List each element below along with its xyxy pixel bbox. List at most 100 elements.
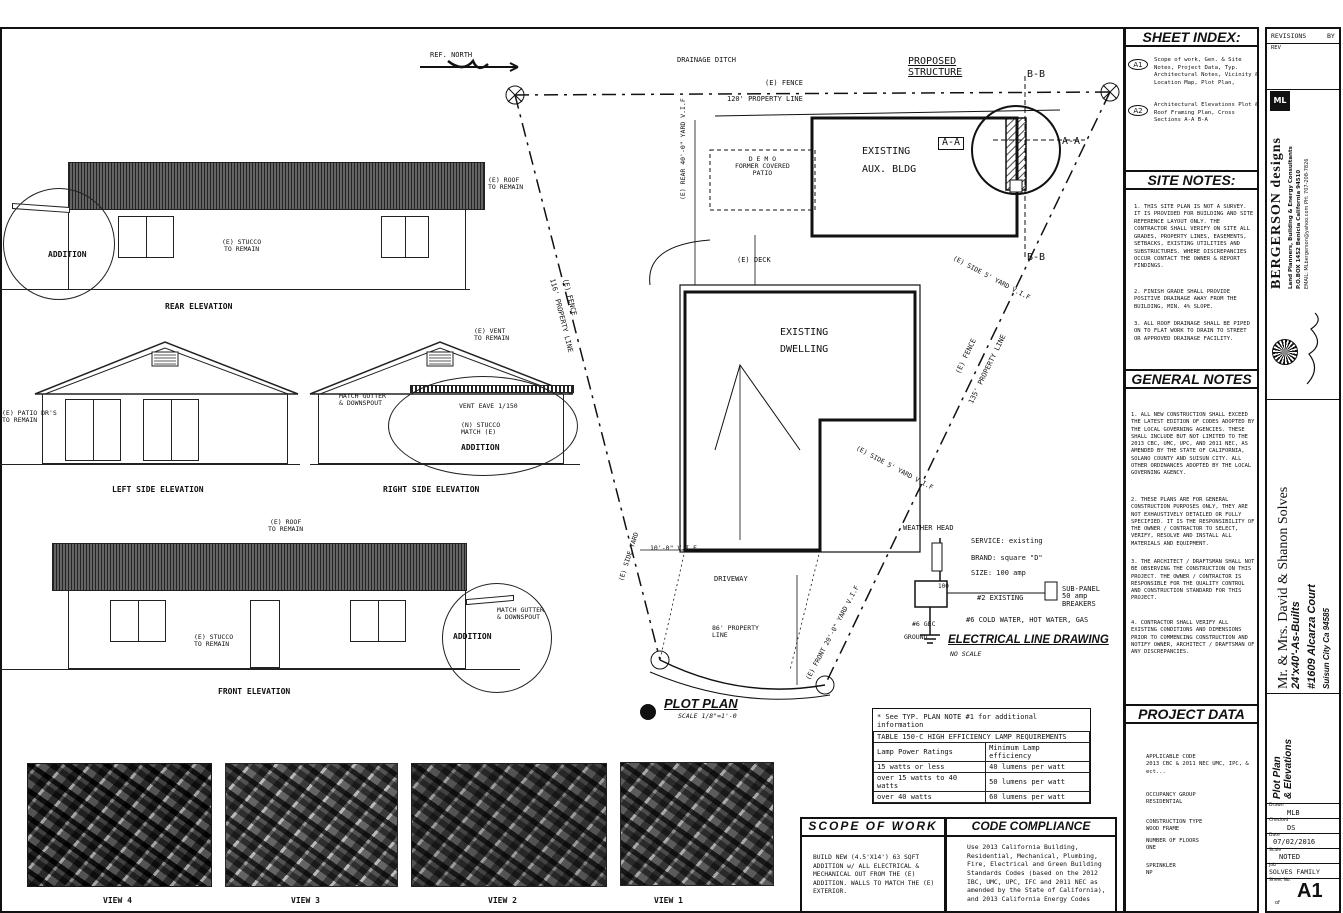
view-3-label: VIEW 3 <box>291 896 320 905</box>
lamp-table-caption: TABLE 150-C HIGH EFFICIENCY LAMP REQUIRE… <box>873 731 1090 743</box>
signature-icon <box>1306 312 1319 385</box>
bonding-label: #6 COLD WATER, HOT WATER, GAS <box>966 616 1089 624</box>
scope-text: BUILD NEW (4.5'X14') 63 SQFT ADDITION w/… <box>813 854 935 895</box>
rear-addition-label: ADDITION <box>48 250 87 259</box>
revisions-label: REVISIONS <box>1271 32 1307 40</box>
lamp-cell: 15 watts or less <box>872 761 987 773</box>
front-elevation-title: FRONT ELEVATION <box>218 687 291 696</box>
plot-plan-title: PLOT PLAN <box>664 696 738 711</box>
view-2-label: VIEW 2 <box>488 896 517 905</box>
project-name: 24'x40'-As-Builts <box>1290 601 1302 689</box>
code-text: Use 2013 California Building, Residentia… <box>967 843 1106 903</box>
service-label: SERVICE: existing <box>971 537 1043 545</box>
existing-dwelling-label: EXISTING DWELLING <box>780 327 829 355</box>
general-notes-title: GENERAL NOTES <box>1126 371 1257 389</box>
ground-label: GROUND <box>904 633 928 641</box>
size-label: SIZE: 100 amp <box>971 569 1026 577</box>
sheet-title: Plot Plan & Elevations <box>1272 738 1294 799</box>
checked-label: Checked <box>1269 818 1289 823</box>
scale-label: Scale <box>1269 848 1282 853</box>
sheet-a1-text: Scope of work, Gen. & Site Notes, Projec… <box>1154 57 1259 86</box>
rear-roof-note: (E) ROOF TO REMAIN <box>488 176 524 191</box>
view-1-label: VIEW 1 <box>654 896 683 905</box>
drainage-label: DRAINAGE DITCH <box>677 56 737 64</box>
driveway-label: DRIVEWAY <box>714 575 748 583</box>
lamp-cell: over 15 watts to 40 watts <box>872 772 987 792</box>
project-data-title: PROJECT DATA <box>1126 706 1257 724</box>
site-note-2: 2. FINISH GRADE SHALL PROVIDE POSITIVE D… <box>1134 289 1237 310</box>
code-title: CODE COMPLIANCE <box>947 819 1115 837</box>
existing-wire-label: #2 EXISTING <box>977 594 1024 602</box>
firm-contact: EMAIL: MLbergerson@yahoo.com PH: 707-208… <box>1304 158 1310 289</box>
lamp-cell: over 40 watts <box>872 791 987 803</box>
brand-label: BRAND: square "D" <box>971 554 1043 562</box>
sheet-a2-text: Architectural Elevations Plot & Roof Fra… <box>1154 102 1259 124</box>
checked-value: DS <box>1287 824 1296 832</box>
right-vent-note: (E) VENT TO REMAIN <box>474 327 510 342</box>
existing-aux-label: EXISTING AUX. BLDG <box>862 146 917 175</box>
electrical-title: ELECTRICAL LINE DRAWING <box>948 634 1109 646</box>
aerial-view-2 <box>411 763 607 887</box>
subpanel-label: SUB-PANEL 50 amp BREAKERS <box>1062 585 1100 608</box>
date-value: 07/02/2016 <box>1273 838 1316 846</box>
project-city: Suisun City Ca 94585 <box>1322 608 1331 689</box>
general-note-4: 4. CONTRACTOR SHALL VERIFY ALL EXISTING … <box>1131 620 1255 656</box>
view-4-label: VIEW 4 <box>103 896 132 905</box>
aerial-view-4 <box>27 763 212 887</box>
bb-bottom-label: B-B <box>1027 252 1046 263</box>
aa-right-label: A-A <box>1062 136 1081 147</box>
project-address: #1609 Alcarza Court <box>1306 584 1318 689</box>
sheet-label: Sheet No. <box>1269 878 1291 883</box>
plot-plan-drawing <box>505 76 1120 720</box>
bb-top-label: B-B <box>1027 69 1046 80</box>
firm-sub: Land Planners, Building & Energy Consult… <box>1288 146 1294 289</box>
lamp-table: * See TYP. PLAN NOTE #1 for additional i… <box>872 708 1091 804</box>
firm-address: P.O.BOX 1452 Benicia California 94510 <box>1296 169 1302 289</box>
notes-column: SHEET INDEX: A1 Scope of work, Gen. & Si… <box>1124 27 1259 913</box>
scale-value: NOTED <box>1279 853 1301 861</box>
site-note-1: 1. THIS SITE PLAN IS NOT A SURVEY. IT IS… <box>1134 204 1254 270</box>
aa-left-label: A-A <box>938 137 965 150</box>
left-patio-note: (E) PATIO DR'S TO REMAIN <box>2 409 57 424</box>
weather-head-label: WEATHER HEAD <box>903 524 954 532</box>
firm-name: BERGERSON designs <box>1269 137 1284 289</box>
front-roof-note: (E) ROOF TO REMAIN <box>268 518 304 533</box>
property-line-top: 120' PROPERTY LINE <box>727 95 803 103</box>
project-data-occupancy: OCCUPANCY GROUP RESIDENTIAL <box>1146 792 1196 806</box>
scope-title: SCOPE OF WORK <box>802 819 944 837</box>
front-stucco-note: (E) STUCCO TO REMAIN <box>194 633 234 648</box>
sheet-a2-tag: A2 <box>1128 105 1148 116</box>
general-note-1: 1. ALL NEW CONSTRUCTION SHALL EXCEED THE… <box>1131 412 1255 477</box>
lamp-cell: 60 lumens per watt <box>985 791 1090 803</box>
project-data-code: APPLICABLE CODE 2013 CBC & 2011 NEC UMC,… <box>1146 754 1249 775</box>
site-note-3: 3. ALL ROOF DRAINAGE SHALL BE PIPED ON T… <box>1134 321 1250 342</box>
north-label: REF. NORTH <box>430 51 473 59</box>
project-data-sprinkler: SPRINKLER NP <box>1146 863 1176 877</box>
proposed-structure-label: PROPOSED STRUCTURE <box>908 56 963 78</box>
by-label: BY <box>1327 32 1335 40</box>
job-label: Job <box>1269 863 1276 868</box>
drawn-value: MLB <box>1287 809 1300 817</box>
right-addition-label: ADDITION <box>461 443 500 452</box>
of-label: of <box>1275 900 1280 906</box>
lamp-header-1: Minimum Lamp efficiency <box>985 742 1090 762</box>
vif-left-label: 10'-0" V.I.F <box>650 544 697 552</box>
site-notes-title: SITE NOTES: <box>1126 172 1257 190</box>
lamp-table-note: * See TYP. PLAN NOTE #1 for additional i… <box>877 713 1038 729</box>
project-data-floors: NUMBER OF FLOORS ONE <box>1146 838 1199 852</box>
right-gutter-note: MATCH GUTTER & DOWNSPOUT <box>339 392 386 407</box>
front-gutter-note: MATCH GUTTER & DOWNSPOUT <box>497 606 544 621</box>
gec-label: #6 GEC <box>912 620 936 628</box>
electrical-no-scale: NO SCALE <box>950 650 982 658</box>
general-note-3: 3. THE ARCHITECT / DRAFTSMAN SHALL NOT B… <box>1131 559 1255 602</box>
right-eave-note: VENT EAVE 1/150 <box>459 402 518 410</box>
front-addition-label: ADDITION <box>453 632 492 641</box>
north-arrow-icon <box>420 58 519 72</box>
property-line-front: 86' PROPERTY LINE <box>712 624 759 639</box>
title-block: REVISIONS BY REV ML BERGERSON designs La… <box>1265 27 1341 913</box>
scope-of-work-box: SCOPE OF WORK BUILD NEW (4.5'X14') 63 SQ… <box>800 817 946 913</box>
